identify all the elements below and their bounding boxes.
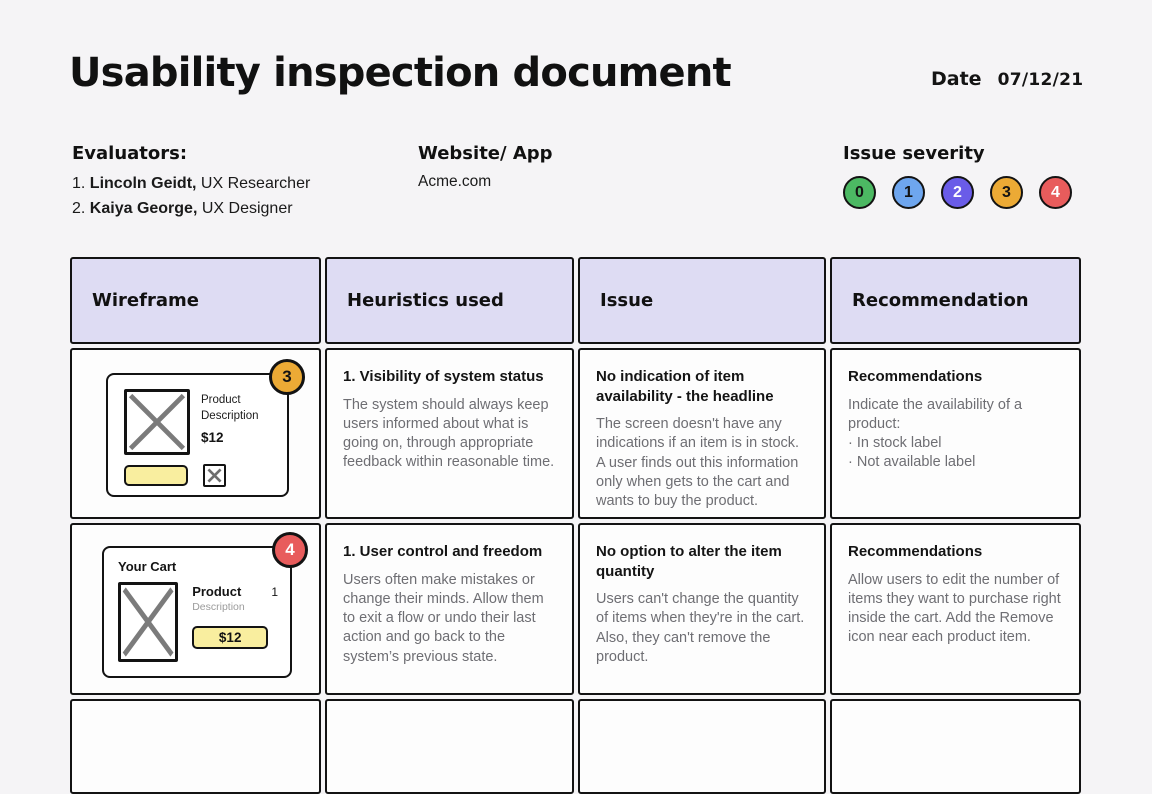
product-wireframe-card: 3 Product Description $12 [106,359,305,497]
wireframe-cell-row3-empty [70,699,321,794]
column-header-heuristics: Heuristics used [325,257,574,344]
heuristic-body: Users often make mistakes or change thei… [343,571,544,665]
issue-body: The screen doesn't have any indications … [596,416,800,510]
issue-severity-label: Issue severity [843,143,985,164]
website-label: Website/ App [418,143,553,164]
heuristic-cell-row1: 1. Visibility of system status The syste… [325,348,574,519]
evaluator-name: Lincoln Geidt, [89,175,197,192]
evaluator-item: 2. Kaiya George, UX Designer [72,197,310,222]
wireframe-price-button: $12 [192,626,269,649]
wireframe-cart-title: Your Cart [118,559,177,574]
severity-badge-1: 1 [892,176,925,209]
evaluators-label: Evaluators: [72,143,188,164]
website-value: Acme.com [418,173,492,190]
remove-checkbox-icon [203,464,226,487]
severity-badge-3: 3 [990,176,1023,209]
date-field: Date 07/12/21 [931,68,1083,90]
evaluator-number: 2. [72,199,90,217]
issue-cell-row2: No option to alter the item quantity Use… [578,523,826,695]
wireframe-product-label: Product [192,584,242,599]
column-header-wireframe: Wireframe [70,257,321,344]
evaluators-list: 1. Lincoln Geidt, UX Researcher 2. Kaiya… [72,172,310,222]
severity-badge-on-card: 3 [269,359,305,395]
cart-wireframe-card: 4 Your Cart Product 1 Description $12 [102,532,308,678]
severity-badge-0: 0 [843,176,876,209]
recommendation-title: Recommendations [848,543,983,560]
recommendation-title: Recommendations [848,368,983,385]
wireframe-button [124,465,188,486]
issue-severity-section: Issue severity 0 1 2 3 4 [843,143,1072,209]
wireframe-quantity-label: 1 [271,585,278,599]
severity-badge-on-card: 4 [272,532,308,568]
page-title: Usability inspection document [69,50,732,96]
issue-title: No option to alter the item quantity [596,543,782,580]
heuristic-cell-row3-empty [325,699,574,794]
evaluator-number: 1. [72,175,90,192]
evaluator-item: 1. Lincoln Geidt, UX Researcher [72,172,310,197]
heuristic-title: 1. User control and freedom [343,543,543,560]
image-placeholder-icon [118,582,179,662]
inspection-table: Wireframe Heuristics used Issue Recommen… [70,257,1082,794]
issue-cell-row1: No indication of item availability - the… [578,348,826,519]
wireframe-cell-row1: 3 Product Description $12 [70,348,321,519]
severity-badge-row: 0 1 2 3 4 [843,176,1072,209]
evaluators-section: Evaluators: 1. Lincoln Geidt, UX Researc… [72,143,310,222]
issue-body: Users can't change the quantity of items… [596,591,805,665]
recommendation-body: Allow users to edit the number of items … [848,571,1061,646]
severity-badge-2: 2 [941,176,974,209]
usability-document-page: { "accent_colors": { "page_bg": "#f5f4f6… [69,50,1084,794]
website-section: Website/ App Acme.com [418,143,553,191]
recommendation-cell-row1: Recommendations Indicate the availabilit… [830,348,1081,519]
recommendation-bullets: · In stock label · Not available label [848,435,976,471]
image-placeholder-icon [124,389,190,455]
wireframe-cell-row2: 4 Your Cart Product 1 Description $12 [70,523,321,695]
recommendation-body: Indicate the availability of a product: [848,396,1023,432]
evaluator-name: Kaiya George, [89,199,198,217]
column-header-issue: Issue [578,257,826,344]
wireframe-description-label: Description [192,601,245,613]
severity-badge-4: 4 [1039,176,1072,209]
heuristic-body: The system should always keep users info… [343,396,555,471]
issue-title: No indication of item availability - the… [596,368,774,405]
heuristic-title: 1. Visibility of system status [343,368,544,385]
date-label: Date [931,68,982,90]
date-value: 07/12/21 [997,70,1084,90]
heuristic-cell-row2: 1. User control and freedom Users often … [325,523,574,695]
column-header-recommendation: Recommendation [830,257,1081,344]
wireframe-description-label: Description [201,410,259,423]
evaluator-role: UX Researcher [196,175,311,192]
evaluator-role: UX Designer [197,199,293,217]
recommendation-cell-row2: Recommendations Allow users to edit the … [830,523,1081,695]
issue-cell-row3-empty [578,699,826,794]
wireframe-product-label: Product [201,394,241,406]
recommendation-cell-row3-empty [830,699,1081,794]
wireframe-price-label: $12 [201,430,224,446]
